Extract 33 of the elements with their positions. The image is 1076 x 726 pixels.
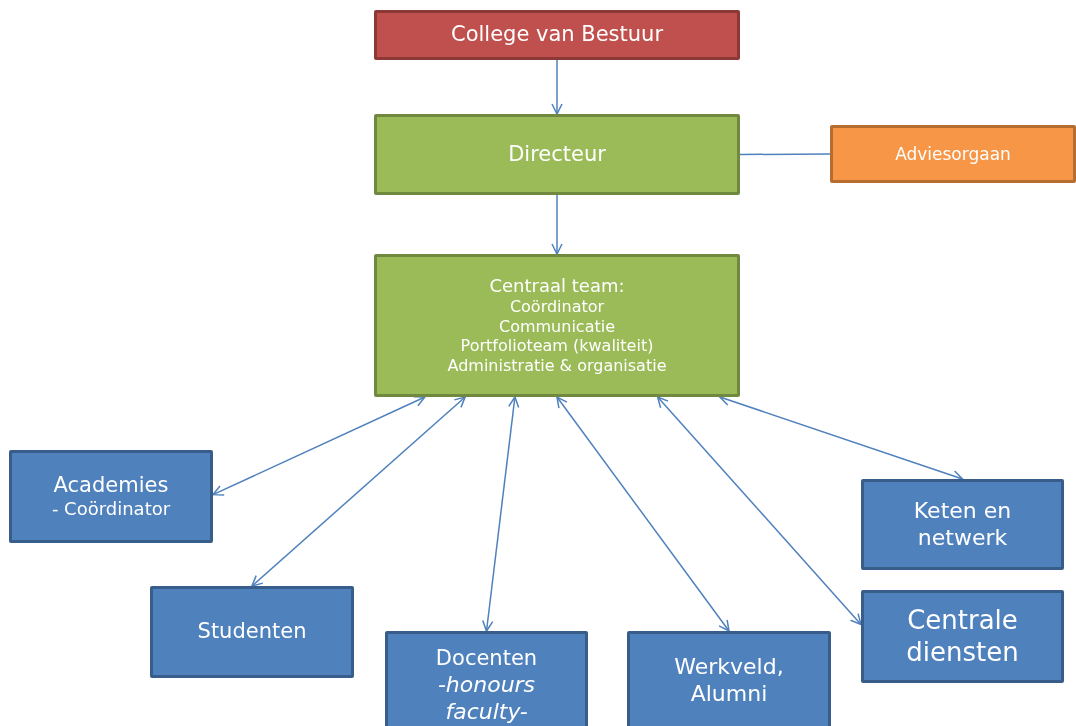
unit-box	[150, 586, 354, 678]
node-title: Werkveld, Alumni	[673, 654, 785, 708]
connector-arrow	[251, 396, 466, 587]
board-box	[374, 10, 740, 60]
node-subtitle: Portfolioteam (kwaliteit)	[460, 336, 654, 356]
connector-arrow	[551, 59, 563, 115]
unit-box	[385, 631, 588, 726]
node-title: Adviesorgaan	[895, 143, 1011, 165]
unit-box	[9, 450, 213, 543]
management-box	[374, 254, 740, 397]
node-title: Keten en netwerk	[912, 497, 1013, 552]
unit-box	[861, 479, 1064, 570]
node-title: Studenten	[197, 619, 307, 645]
management-box	[374, 114, 740, 195]
connector-arrow	[482, 396, 520, 632]
connector-arrow	[212, 395, 426, 496]
node-subtitle: Coördinator	[509, 297, 605, 317]
unit-box	[861, 590, 1064, 683]
node-title: Academies	[53, 472, 169, 499]
node-title: College van Bestuur	[450, 22, 664, 48]
connector-arrow	[656, 396, 862, 626]
node-title: Docenten	[435, 646, 538, 672]
node-subtitle: -honours faculty-	[436, 671, 537, 726]
node-subtitle: - Coördinator	[51, 498, 171, 521]
node-title: Directeur	[508, 141, 606, 168]
node-title: Centraal team:	[489, 275, 625, 298]
connector-arrow	[551, 194, 563, 255]
unit-box	[627, 631, 831, 726]
connector-arrow	[556, 396, 730, 632]
node-subtitle: Administratie & organisatie	[447, 356, 667, 376]
node-subtitle: Communicatie	[499, 316, 615, 337]
advisory-box	[830, 125, 1076, 183]
node-title: Centrale diensten	[905, 604, 1020, 669]
